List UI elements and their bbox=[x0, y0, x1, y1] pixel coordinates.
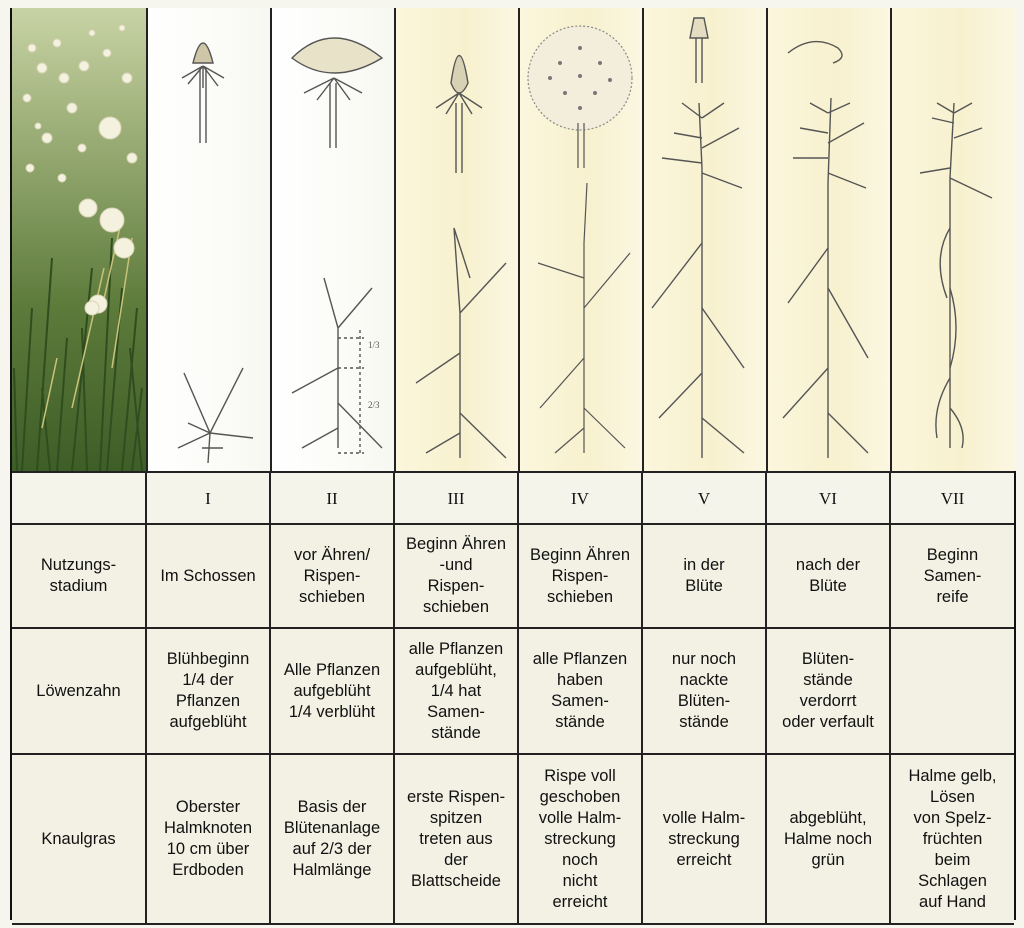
stage-header-v: V bbox=[641, 471, 767, 525]
row-label-nutzungsstadium: Nutzungs- stadium bbox=[12, 523, 147, 629]
table-cell: Oberster Halmknoten 10 cm über Erdboden bbox=[145, 753, 271, 925]
table-cell: Rispe voll geschoben volle Halm- strecku… bbox=[517, 753, 643, 925]
stage-table: I II III IV V VI VII Nutzungs- stadium I… bbox=[12, 471, 1014, 925]
stage-header-vi: VI bbox=[765, 471, 891, 525]
table-cell: alle Pflanzen aufgeblüht, 1/4 hat Samen-… bbox=[393, 627, 519, 755]
growth-stage-chart: 1/3 2/3 bbox=[10, 8, 1016, 925]
table-cell: erste Rispen- spitzen treten aus der Bla… bbox=[393, 753, 519, 925]
row-label-loewenzahn: Löwenzahn bbox=[12, 627, 147, 755]
table-cell: alle Pflanzen haben Samen- stände bbox=[517, 627, 643, 755]
stage-i-illustration bbox=[146, 8, 272, 471]
row-loewenzahn: Löwenzahn Blühbeginn 1/4 der Pflanzen au… bbox=[12, 627, 1014, 755]
row-nutzungsstadium: Nutzungs- stadium Im Schossen vor Ähren/… bbox=[12, 523, 1014, 629]
table-cell: nur noch nackte Blüten- stände bbox=[641, 627, 767, 755]
stage-header-ii: II bbox=[269, 471, 395, 525]
table-cell: Halme gelb, Lösen von Spelz- früchten be… bbox=[889, 753, 1014, 925]
stage-iv-illustration bbox=[518, 8, 644, 471]
table-cell: Blüten- stände verdorrt oder verfault bbox=[765, 627, 891, 755]
stage-header-vii: VII bbox=[889, 471, 1014, 525]
stage-vi-illustration bbox=[766, 8, 892, 471]
stage-ii-illustration: 1/3 2/3 bbox=[270, 8, 396, 471]
stage-vii-illustration bbox=[890, 8, 1016, 471]
stage-header-row: I II III IV V VI VII bbox=[12, 471, 1014, 525]
table-cell: Beginn Ähren -und Rispen- schieben bbox=[393, 523, 519, 629]
header-empty-cell bbox=[12, 471, 147, 525]
fraction-label-one-third: 1/3 bbox=[368, 340, 380, 350]
meadow-photo bbox=[12, 8, 146, 471]
table-cell: vor Ähren/ Rispen- schieben bbox=[269, 523, 395, 629]
table-cell: Basis der Blütenanlage auf 2/3 der Halml… bbox=[269, 753, 395, 925]
table-cell: in der Blüte bbox=[641, 523, 767, 629]
table-cell: Im Schossen bbox=[145, 523, 271, 629]
illustration-strip: 1/3 2/3 bbox=[12, 8, 1016, 471]
row-label-knaulgras: Knaulgras bbox=[12, 753, 147, 925]
row-knaulgras: Knaulgras Oberster Halmknoten 10 cm über… bbox=[12, 753, 1014, 925]
table-cell: Alle Pflanzen aufgeblüht 1/4 verblüht bbox=[269, 627, 395, 755]
table-cell: nach der Blüte bbox=[765, 523, 891, 629]
table-cell: abgeblüht, Halme noch grün bbox=[765, 753, 891, 925]
stage-v-illustration bbox=[642, 8, 768, 471]
stage-iii-illustration bbox=[394, 8, 520, 471]
stage-header-i: I bbox=[145, 471, 271, 525]
table-cell: Beginn Ähren Rispen- schieben bbox=[517, 523, 643, 629]
stage-header-iv: IV bbox=[517, 471, 643, 525]
table-cell: Blühbeginn 1/4 der Pflanzen aufgeblüht bbox=[145, 627, 271, 755]
table-cell: volle Halm- streckung erreicht bbox=[641, 753, 767, 925]
stage-header-iii: III bbox=[393, 471, 519, 525]
table-cell: Beginn Samen- reife bbox=[889, 523, 1014, 629]
table-cell bbox=[889, 627, 1014, 755]
fraction-label-two-thirds: 2/3 bbox=[368, 400, 380, 410]
